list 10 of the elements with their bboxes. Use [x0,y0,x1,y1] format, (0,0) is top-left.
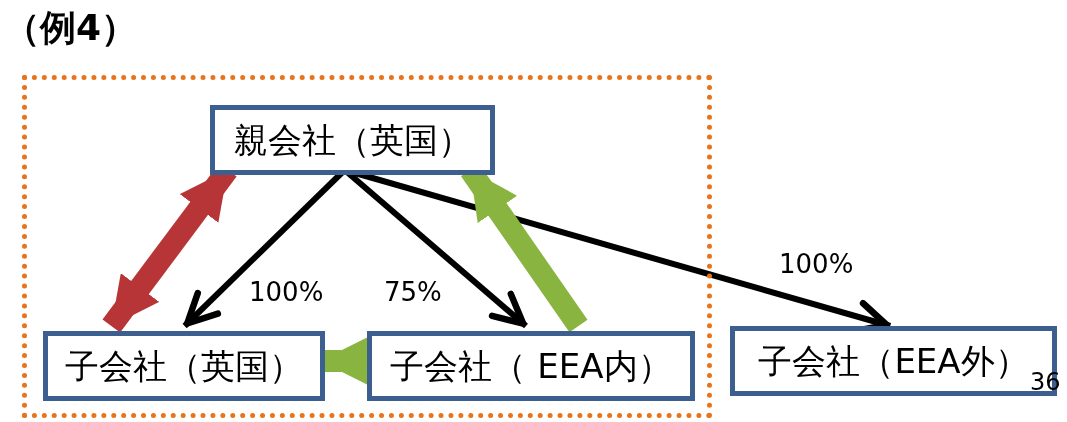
company-box [43,331,325,401]
company-label: 子会社（ EEA内） [390,349,672,383]
diagram-title: （例4） [4,10,138,46]
company-box [210,105,495,175]
company-label: 子会社（英国） [65,349,303,383]
company-label: 子会社（EEA外） [758,344,1029,378]
company-box [367,331,695,401]
company-box [730,326,1057,396]
dotted-group-frame [22,75,712,418]
company-label: 親会社（英国） [233,123,472,157]
